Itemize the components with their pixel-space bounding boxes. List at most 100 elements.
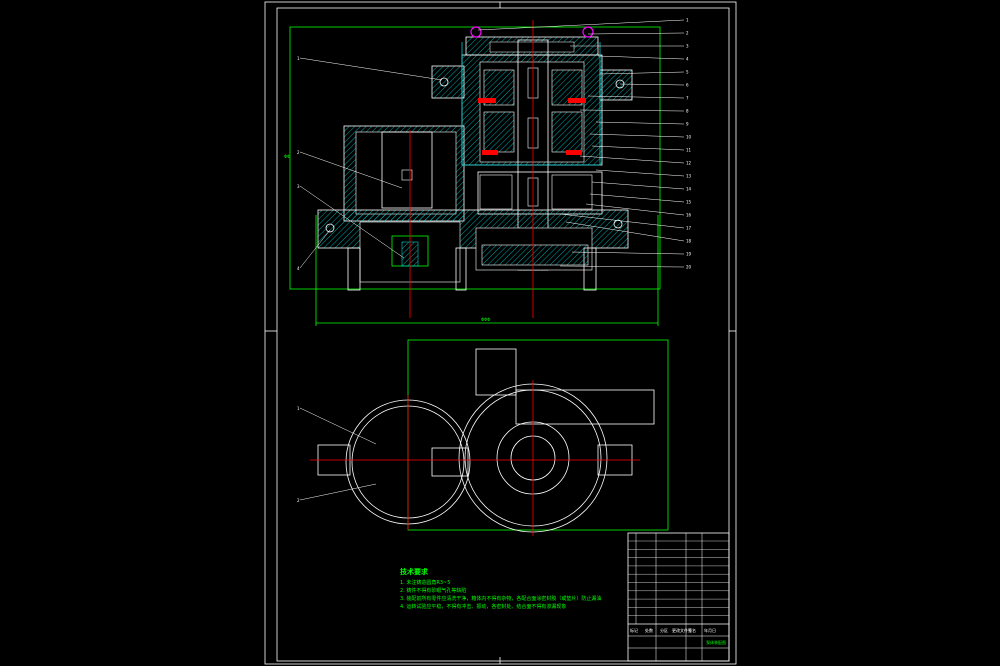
part-label: 7 xyxy=(686,96,689,101)
part-label: 1 xyxy=(297,56,300,61)
leader-line xyxy=(589,133,685,138)
part-label: 5 xyxy=(686,70,689,75)
inner-border xyxy=(276,7,730,662)
leader-line xyxy=(559,213,685,229)
leader-line xyxy=(299,151,403,189)
tb-label: 更改文件号 xyxy=(672,627,692,633)
part-label: 15 xyxy=(686,200,692,205)
leader-line xyxy=(591,181,685,190)
lower-gear-left xyxy=(479,174,513,210)
part-label: 9 xyxy=(686,122,689,127)
plan-dimension-frame xyxy=(407,339,669,531)
leader-line xyxy=(587,95,685,99)
part-label: 11 xyxy=(686,148,692,153)
note-item: 4. 运转试验应平稳，不得有冲击、振动，各密封处、结合面不得有渗漏现象 xyxy=(400,603,566,610)
part-label: 6 xyxy=(686,83,689,88)
motor xyxy=(381,131,433,209)
tb-label: 标记 xyxy=(630,627,638,633)
outer-border xyxy=(264,1,737,665)
note-item: 2. 铸件不得有砂眼气孔等缺陷 xyxy=(400,587,466,594)
part-label: 12 xyxy=(686,161,692,166)
part-label: 4 xyxy=(686,57,689,62)
part-label: 20 xyxy=(686,265,692,270)
motor-cavity xyxy=(355,131,457,215)
part-label: 1 xyxy=(297,406,300,411)
bearing-mark xyxy=(568,98,586,103)
top-bolt-right xyxy=(582,26,594,38)
leader-line xyxy=(591,145,685,151)
impeller-lower xyxy=(481,244,589,266)
tb-label: 签名 xyxy=(688,627,696,633)
lower-gearbox xyxy=(477,171,603,215)
tb-label: 分区 xyxy=(660,627,668,633)
part-label: 3 xyxy=(297,184,300,189)
leader-line xyxy=(589,193,685,203)
leader-line xyxy=(597,55,685,60)
dimension-text-left: ΦΦ xyxy=(284,154,290,159)
part-label: 13 xyxy=(686,174,692,179)
leader-line xyxy=(299,57,443,81)
leader-line xyxy=(579,109,685,112)
part-label: 8 xyxy=(686,109,689,114)
notes-title: 技术要求 xyxy=(400,567,429,576)
drawing-name: 泵体装配图 xyxy=(706,639,726,645)
bearing-mark xyxy=(482,150,498,155)
foot xyxy=(455,247,467,291)
top-cover-slot xyxy=(489,41,575,53)
leader-line xyxy=(595,169,685,177)
leader-line xyxy=(571,251,685,255)
part-label: 4 xyxy=(297,266,300,271)
leader-line xyxy=(595,121,685,125)
foot xyxy=(347,247,361,291)
base-bolt-left xyxy=(325,223,335,233)
note-item: 3. 装配前所有零件应清洗干净，箱体内不得有杂物，各配合面涂密封胶（或垫片）防止… xyxy=(400,595,601,602)
part-label: 19 xyxy=(686,252,692,257)
tb-label: 处数 xyxy=(645,627,653,633)
motor-terminal xyxy=(401,169,413,181)
part-label: 14 xyxy=(686,187,692,192)
part-label: 17 xyxy=(686,226,692,231)
leader-line xyxy=(299,185,405,259)
stub-mid xyxy=(431,447,469,477)
part-label: 2 xyxy=(297,150,300,155)
foot xyxy=(583,247,597,291)
leader-line xyxy=(587,32,685,35)
leader-line xyxy=(585,203,685,216)
part-label: 18 xyxy=(686,239,692,244)
tb-label: 年月日 xyxy=(704,627,716,633)
gear-mid-left xyxy=(483,111,515,153)
gear-mid-right xyxy=(551,111,583,153)
part-label: 1 xyxy=(686,18,689,23)
leader-line xyxy=(579,155,685,164)
base-bolt-right xyxy=(613,219,623,229)
leader-line xyxy=(299,407,377,445)
bearing-mark xyxy=(566,150,582,155)
outlet-pipe-vertical xyxy=(475,348,517,396)
housing-outline xyxy=(461,42,601,166)
top-bolt-left xyxy=(470,26,482,38)
part-label: 2 xyxy=(686,31,689,36)
front-section-view: ΦΦΦ ΦΦ xyxy=(284,18,692,326)
plan-view: 1 2 xyxy=(297,339,669,536)
leader-line xyxy=(477,19,685,31)
leader-line xyxy=(559,265,685,268)
title-block: 标记 处数 分区 更改文件号 签名 年月日 泵体装配图 xyxy=(627,532,730,662)
leader-line xyxy=(619,83,685,86)
lower-gear-right xyxy=(551,174,593,210)
leader-line xyxy=(299,229,331,269)
part-label: 3 xyxy=(686,44,689,49)
leader-line xyxy=(565,221,685,242)
bearing-mark xyxy=(478,98,496,103)
part-label: 16 xyxy=(686,213,692,218)
note-item: 1. 未注铸造圆角R3~5 xyxy=(400,579,450,586)
technical-notes: 技术要求 1. 未注铸造圆角R3~5 2. 铸件不得有砂眼气孔等缺陷 3. 装配… xyxy=(400,567,601,610)
outlet-pipe-right xyxy=(515,389,655,425)
leader-line xyxy=(599,71,685,75)
dimension-text-bottom: ΦΦΦ xyxy=(481,317,490,322)
part-label: 10 xyxy=(686,135,692,140)
leader-line xyxy=(299,483,377,501)
title-block-frame xyxy=(627,532,730,662)
bolt-hole-left xyxy=(439,77,449,87)
